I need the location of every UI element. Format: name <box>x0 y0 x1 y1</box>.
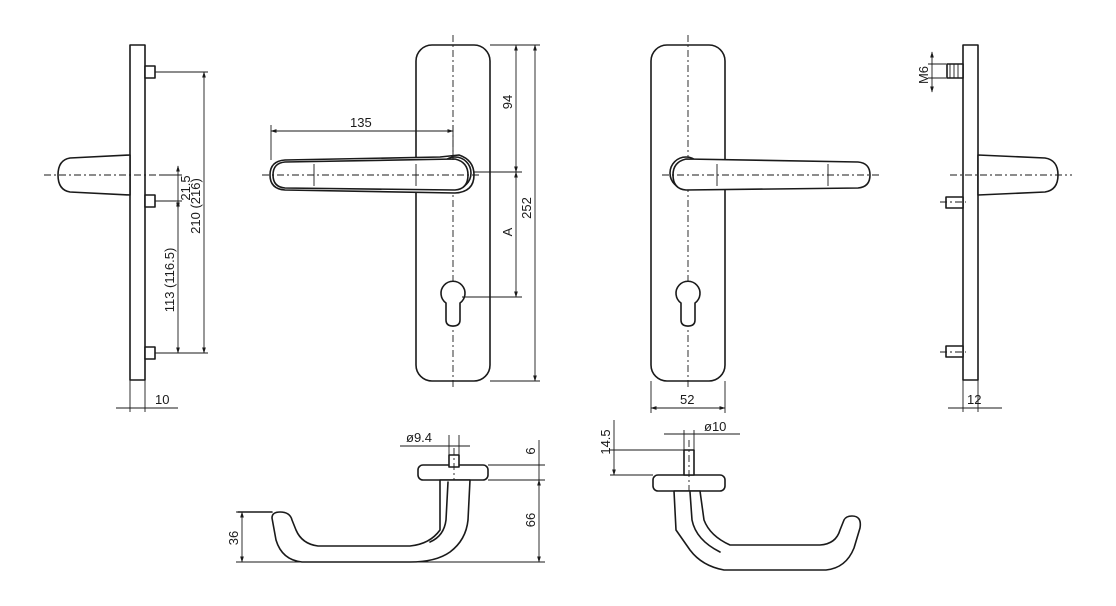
left-side-middle-pin <box>144 194 156 208</box>
top-right-lever-body <box>673 490 862 571</box>
dim-label-252: 252 <box>519 197 534 219</box>
dim-label-12: 12 <box>967 392 981 407</box>
right-side-top-thread <box>946 63 964 79</box>
right-side-middle-pin <box>945 196 964 209</box>
top-left-lever-body <box>271 479 471 563</box>
dim-label-135: 135 <box>350 115 372 130</box>
dim-label-210: 210 (216) <box>188 178 203 234</box>
left-side-view: 21.5 210 (216) 113 (116.5) 10 <box>44 44 208 412</box>
top-right-lever-inner <box>689 491 721 553</box>
dim-label-52: 52 <box>680 392 694 407</box>
right-side-bottom-pin <box>945 345 964 358</box>
left-side-plate <box>129 44 146 381</box>
dim-label-M6: M6 <box>916 66 931 84</box>
front-lever-right-bar <box>672 158 871 191</box>
dim-label-66: 66 <box>523 513 538 527</box>
front-keyhole-left <box>440 280 466 327</box>
dim-label-94: 94 <box>500 95 515 109</box>
dim-label-A: A <box>500 227 515 236</box>
front-keyhole-right <box>675 280 701 327</box>
top-left-lever-inner <box>429 481 449 543</box>
front-view-left-hand: 135 94 A 252 <box>262 35 540 390</box>
left-side-top-pin <box>144 65 156 79</box>
dim-label-6: 6 <box>523 447 538 454</box>
front-lever-left-bar <box>272 158 469 191</box>
right-side-view: M6 12 <box>916 44 1072 412</box>
dim-label-36: 36 <box>226 531 241 545</box>
front-view-right-hand: 52 <box>650 35 880 413</box>
dim-label-d10: ø10 <box>704 419 726 434</box>
right-side-plate <box>962 44 979 381</box>
dim-label-113: 113 (116.5) <box>162 248 177 313</box>
top-view-right: ø10 14.5 <box>598 419 862 571</box>
top-view-left: ø9.4 6 66 36 <box>226 430 545 563</box>
left-side-bottom-pin <box>144 346 156 360</box>
dim-label-21-5: 21.5 <box>178 175 193 200</box>
dim-label-14-5: 14.5 <box>598 429 613 454</box>
dim-label-d94: ø9.4 <box>406 430 432 445</box>
dim-label-10: 10 <box>155 392 169 407</box>
